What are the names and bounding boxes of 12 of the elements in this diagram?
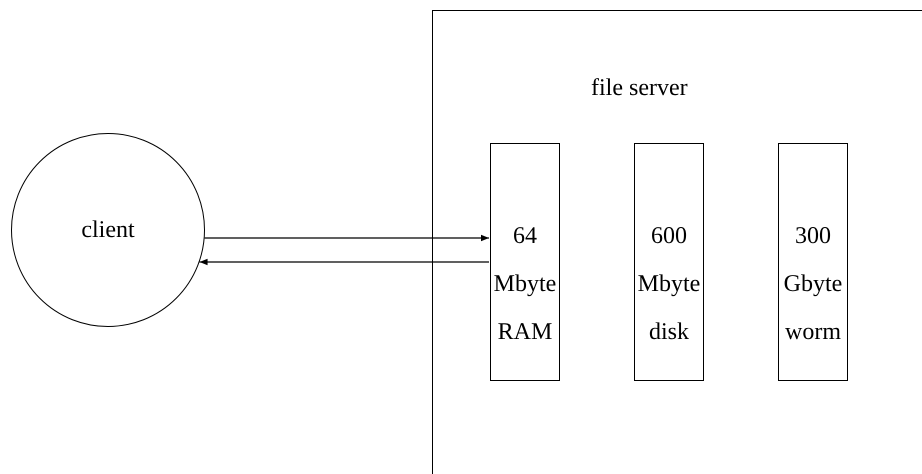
storage-box — [490, 143, 560, 381]
storage-box — [778, 143, 848, 381]
storage-box — [634, 143, 704, 381]
storage-label: 600 Mbyte disk — [638, 222, 700, 347]
storage-label: 64 Mbyte RAM — [494, 222, 556, 347]
client-circle — [11, 133, 205, 327]
arrow — [204, 234, 489, 242]
server-label: file server — [591, 75, 688, 102]
client-label: client — [81, 218, 135, 242]
arrow — [200, 258, 489, 266]
storage-label: 300 Gbyte worm — [784, 222, 842, 347]
server-box — [432, 10, 922, 474]
